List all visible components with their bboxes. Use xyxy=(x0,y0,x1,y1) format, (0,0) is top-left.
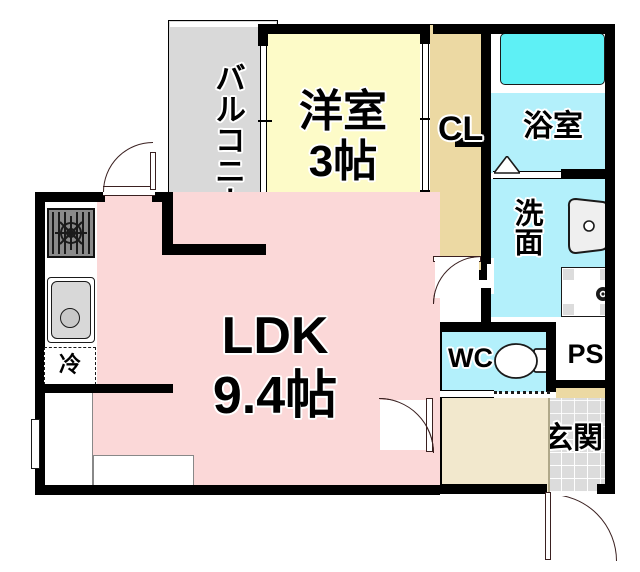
ldk-balcony-divider-wall xyxy=(162,192,173,255)
pan-corner-bl xyxy=(563,304,574,315)
entrance-door-swing-arc xyxy=(550,494,617,561)
bath-area xyxy=(491,93,615,173)
bedroom-window-left-mullion xyxy=(258,120,272,122)
entrance-tile-grid xyxy=(548,398,615,492)
closet-door-mullion-top xyxy=(420,118,434,120)
toilet-wall-top xyxy=(432,322,556,332)
ldk-wall-right-washroom xyxy=(481,288,491,322)
ldk-wall-right-upper xyxy=(481,254,491,264)
entrance-step-line xyxy=(548,398,550,492)
bedroom-name-label: 洋室 xyxy=(299,87,387,136)
bath-label: 浴室 xyxy=(523,110,583,143)
bedroom-wall-right-upper xyxy=(420,24,430,44)
closet-wall-right xyxy=(481,24,491,280)
ldk-wall-left xyxy=(35,192,45,495)
ldk-area-label: 9.4帖 xyxy=(212,367,338,425)
balcony-label: バルコニー xyxy=(210,62,245,217)
bedroom-wall-left-upper xyxy=(258,24,268,46)
outer-wall-top-right xyxy=(433,24,615,34)
ldk-balcony-bottom-wall xyxy=(162,244,266,255)
ldk-wall-bottom xyxy=(35,485,440,495)
toilet-wall-right xyxy=(546,322,556,392)
bath-door-triangle-icon xyxy=(494,156,520,174)
hallway-area xyxy=(442,398,550,492)
closet-hanger-rod xyxy=(455,138,485,147)
ps-wall-bottom xyxy=(546,380,615,388)
bath-washroom-divider xyxy=(561,169,615,179)
bathtub xyxy=(500,33,605,85)
outer-wall-bottom-entrance xyxy=(597,484,615,494)
kitchen-sink-drain-icon xyxy=(60,308,80,328)
refrigerator-label: 冷 xyxy=(58,352,81,377)
ldk-area xyxy=(35,192,440,495)
kitchen-partition-wall xyxy=(35,384,173,393)
balcony-rail-gap xyxy=(170,22,276,27)
refrigerator-space xyxy=(44,347,96,385)
toilet-label: WC xyxy=(448,343,493,373)
outer-wall-bottom-right xyxy=(432,484,547,494)
washroom-door-opening xyxy=(487,258,494,294)
toilet-door-threshold xyxy=(434,390,494,398)
outer-wall-right-lower xyxy=(605,320,615,492)
ldk-window-left xyxy=(31,419,40,469)
closet-label: CL xyxy=(438,110,484,148)
outer-wall-right-upper xyxy=(605,24,615,320)
bedroom-wall-top xyxy=(258,24,433,34)
ldk-alcove-bottom xyxy=(93,455,194,485)
toilet-bowl xyxy=(494,343,550,379)
ldk-name-label: LDK xyxy=(221,307,329,365)
pan-corner-tl xyxy=(563,269,574,280)
washroom-label: 洗面 xyxy=(510,198,542,256)
entrance-label: 玄関 xyxy=(543,422,603,455)
entrance-door-clear xyxy=(551,492,597,496)
bedroom-area-label: 3帖 xyxy=(308,137,378,186)
toilet-door-dashed-sill xyxy=(494,391,550,399)
ldk-wall-top-left xyxy=(35,192,105,202)
gas-stove-burners-icon xyxy=(49,210,93,256)
ldk-alcove-left xyxy=(45,393,93,485)
bath-door-threshold xyxy=(493,171,561,179)
pipe-shaft-label: PS xyxy=(567,339,604,369)
closet-door-mullion-bottom xyxy=(420,190,434,192)
